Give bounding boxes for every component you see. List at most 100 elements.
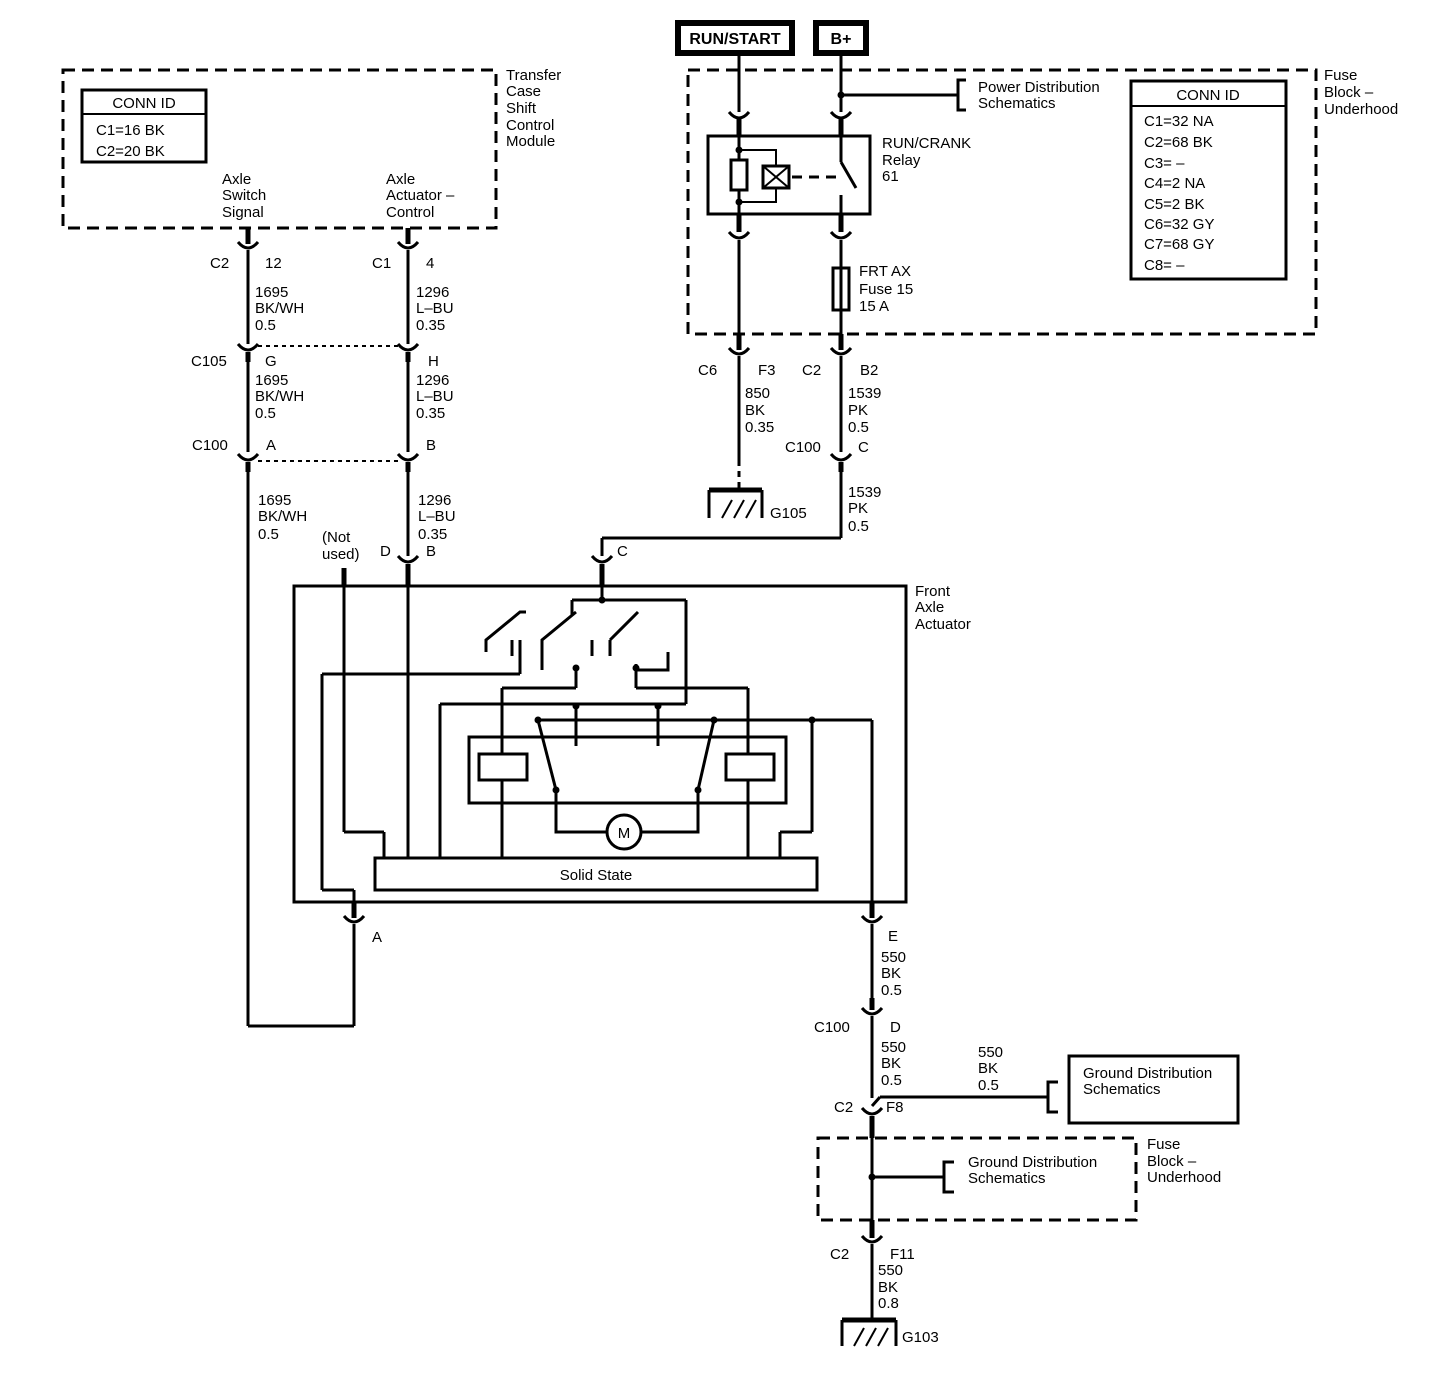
w1695-c-color: BK/WH — [258, 508, 307, 525]
tccm-title-3: Shift — [506, 100, 537, 117]
w550-d-color: BK — [878, 1279, 898, 1296]
fb-pin-f3-conn: C6 — [698, 362, 717, 379]
tccm-title-4: Control — [506, 117, 554, 134]
fuse-label-3: 15 A — [859, 298, 889, 315]
fb-pin-b2-num: B2 — [860, 362, 878, 379]
w850-size: 0.35 — [745, 419, 774, 436]
tccm-conn-header: CONN ID — [112, 95, 176, 112]
tccm-conn-c1: C1=16 BK — [96, 122, 165, 139]
fb-conn-header: CONN ID — [1176, 87, 1240, 104]
fb-pin-f3-num: F3 — [758, 362, 776, 379]
c100-pin-b: B — [426, 437, 436, 454]
c100-d-pin: D — [890, 1019, 901, 1036]
w1296-a-num: 1296 — [416, 284, 449, 301]
fuse-block-top-title-1: Fuse — [1324, 67, 1357, 84]
fuse-block-top-title-2: Block – — [1324, 84, 1374, 101]
w550-b-size: 0.5 — [881, 1072, 902, 1089]
tccm-module: CONN ID C1=16 BK C2=20 BK Transfer Case … — [61, 67, 561, 230]
w1539-a-size: 0.5 — [848, 419, 869, 436]
w1539-b-color: PK — [848, 500, 868, 517]
fuse-block-bottom-title-2: Block – — [1147, 1153, 1197, 1170]
c100-c-conn-label: C100 — [785, 439, 821, 456]
w1695-a-color: BK/WH — [255, 300, 304, 317]
ground-g105: G105 — [707, 487, 807, 522]
w1695-b-color: BK/WH — [255, 388, 304, 405]
connector-c2-f11: C2 F11 — [830, 1220, 915, 1263]
fuse-block-top-title-3: Underhood — [1324, 101, 1398, 118]
w550-d-size: 0.8 — [878, 1295, 899, 1312]
run-start-tag: RUN/START — [675, 20, 795, 56]
c100-pin-a: A — [266, 437, 276, 454]
c2-f8-conn: C2 — [834, 1099, 853, 1116]
fuse-label-2: Fuse 15 — [859, 281, 913, 298]
run-start-label: RUN/START — [689, 31, 780, 48]
w1296-c-size: 0.35 — [418, 526, 447, 543]
tccm-pin-switch-conn: C2 — [210, 255, 229, 272]
w550-b-color: BK — [881, 1055, 901, 1072]
b-plus-tag: B+ — [813, 20, 869, 56]
w1695-c-num: 1695 — [258, 492, 291, 509]
tccm-pin-switch-num: 12 — [265, 255, 282, 272]
power-dist-label-1: Power Distribution — [978, 79, 1100, 96]
wire-1695: 1695 BK/WH 0.5 1695 BK/WH 0.5 1695 BK/WH… — [246, 250, 307, 1026]
actuator-pin-a: A — [372, 929, 382, 946]
fb-conn-c5: C5=2 BK — [1144, 196, 1204, 213]
fuse-block-output-pins: C6 F3 C2 B2 — [698, 334, 878, 379]
w1296-b-color: L–BU — [416, 388, 454, 405]
w1695-b-num: 1695 — [255, 372, 288, 389]
g105-label: G105 — [770, 505, 807, 522]
connector-c100-d: C100 D — [814, 998, 901, 1036]
actuator-pin-b: B — [426, 543, 436, 560]
w1296-c-num: 1296 — [418, 492, 451, 509]
axle-actuator-label-2: Actuator – — [386, 187, 455, 204]
axle-switch-label-3: Signal — [222, 204, 264, 221]
w1296-c-color: L–BU — [418, 508, 456, 525]
ground-dist-a-label-1: Ground Distribution — [1083, 1065, 1212, 1082]
w1539-b-num: 1539 — [848, 484, 881, 501]
wire-1296: 1296 L–BU 0.35 1296 L–BU 0.35 1296 L–BU … — [406, 250, 456, 556]
relay-output-pins — [727, 214, 853, 240]
b-plus-label: B+ — [831, 31, 852, 48]
w550-b-num: 550 — [881, 1039, 906, 1056]
c2-f8-pin: F8 — [886, 1099, 904, 1116]
w1296-a-size: 0.35 — [416, 317, 445, 334]
c100-c-pin: C — [858, 439, 869, 456]
w1695-a-size: 0.5 — [255, 317, 276, 334]
axle-switch-label-1: Axle — [222, 171, 251, 188]
relay-label-3: 61 — [882, 168, 899, 185]
w1539-a-num: 1539 — [848, 385, 881, 402]
fuse-block-bottom: Fuse Block – Underhood Ground Distributi… — [816, 1136, 1221, 1222]
fuse-label-1: FRT AX — [859, 263, 911, 280]
fb-conn-c4: C4=2 NA — [1144, 175, 1205, 192]
ground-distribution-ref-a: Ground Distribution Schematics 550 BK 0.… — [870, 1044, 1240, 1125]
ground-dist-b-label-2: Schematics — [968, 1170, 1046, 1187]
fb-conn-c2: C2=68 BK — [1144, 134, 1213, 151]
w1695-b-size: 0.5 — [255, 405, 276, 422]
fb-conn-c7: C7=68 GY — [1144, 236, 1214, 253]
tccm-conn-c2: C2=20 BK — [96, 143, 165, 160]
tccm-title-1: Transfer — [506, 67, 561, 84]
w550-d-num: 550 — [878, 1262, 903, 1279]
connector-c2-f8: C2 F8 — [834, 1099, 904, 1138]
tccm-pin-actuator: C1 4 — [372, 228, 434, 272]
tccm-title-5: Module — [506, 133, 555, 150]
actuator-pin-c: C — [617, 543, 628, 560]
w1296-a-color: L–BU — [416, 300, 454, 317]
actuator-title-2: Axle — [915, 599, 944, 616]
c105-pin-h: H — [428, 353, 439, 370]
run-crank-relay: RUN/CRANK Relay 61 — [706, 134, 971, 216]
c2-f11-conn: C2 — [830, 1246, 849, 1263]
tccm-pin-switch: C2 12 — [210, 228, 282, 272]
fb-conn-c3: C3= – — [1144, 155, 1185, 172]
power-dist-label-2: Schematics — [978, 95, 1056, 112]
motor-symbol: M — [618, 825, 631, 842]
not-used-label-2: used) — [322, 546, 360, 563]
fuse-block-bottom-title-1: Fuse — [1147, 1136, 1180, 1153]
b-plus-feed — [829, 56, 853, 136]
w550-a-num: 550 — [881, 949, 906, 966]
w850-color: BK — [745, 402, 765, 419]
actuator-title-3: Actuator — [915, 616, 971, 633]
fuse-block-bottom-title-3: Underhood — [1147, 1169, 1221, 1186]
w1695-a-num: 1695 — [255, 284, 288, 301]
